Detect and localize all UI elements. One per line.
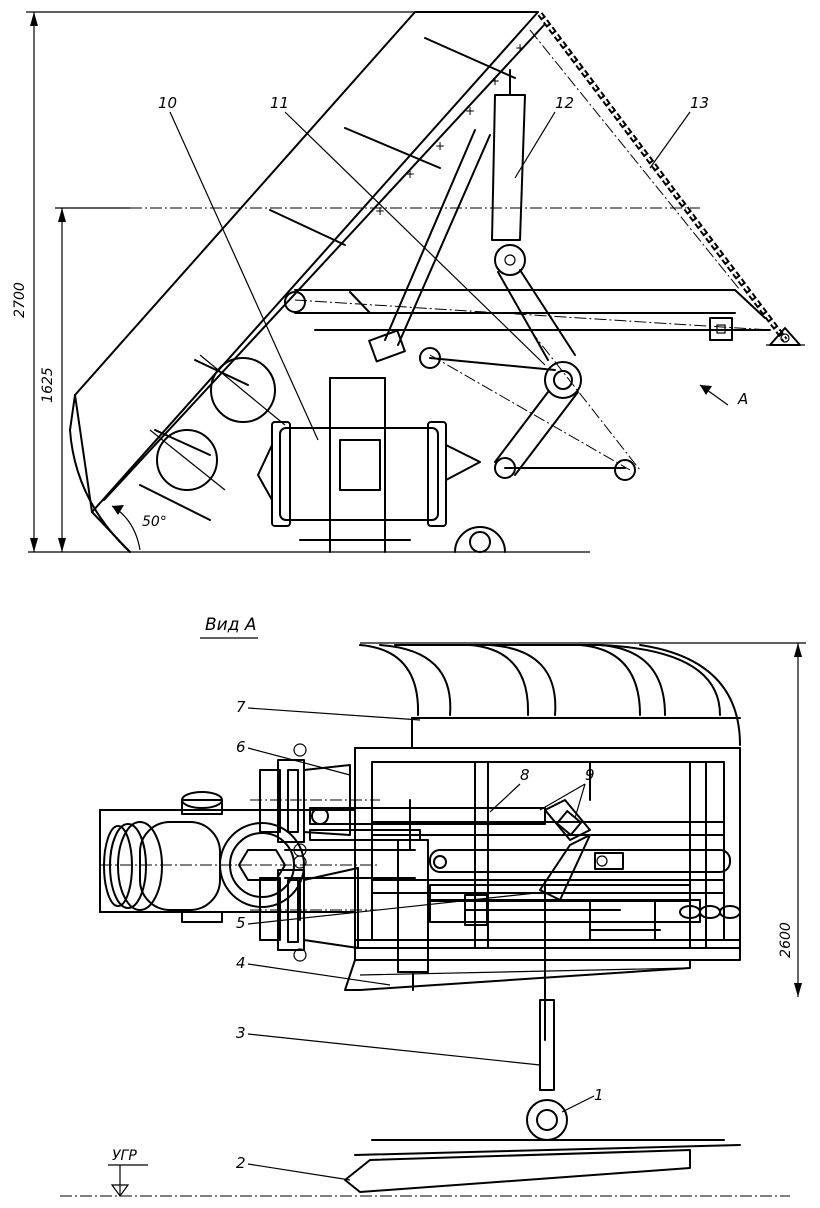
hydraulic-cylinder <box>491 69 576 361</box>
horizontal-cylinder <box>309 799 546 851</box>
link-rod <box>368 129 491 363</box>
svg-text:+: + <box>375 204 385 218</box>
callout-2: 2 <box>236 1154 246 1172</box>
dimension-2700-label: 2700 <box>12 282 28 318</box>
svg-text:+: + <box>405 167 415 181</box>
callout-1: 1 <box>594 1086 604 1104</box>
dimension-1625-label: 1625 <box>40 367 56 403</box>
level-mark: УГР <box>60 1148 790 1198</box>
level-mark-label: УГР <box>112 1148 137 1164</box>
callout-13: 13 <box>690 94 709 112</box>
dimension-1625: 1625 <box>40 207 700 552</box>
arched-hood <box>359 644 741 749</box>
callout-11: 11 <box>270 94 289 112</box>
frame <box>284 29 771 341</box>
callout-5: 5 <box>236 914 246 932</box>
callout-3: 3 <box>236 1024 246 1042</box>
callout-7: 7 <box>236 698 246 716</box>
dimension-2600: 2600 <box>360 642 806 997</box>
foundation-slab <box>99 809 356 913</box>
bracket-lower <box>250 855 380 962</box>
chain-link <box>679 905 741 919</box>
dimension-2700: 2700 <box>12 11 535 552</box>
dimension-2600-label: 2600 <box>778 922 794 958</box>
view-arrow-a: A <box>699 384 748 408</box>
chain <box>537 12 805 346</box>
angle-50-label: 50° <box>142 514 167 530</box>
svg-text:+: + <box>465 104 475 118</box>
callout-4: 4 <box>236 954 246 972</box>
view-a-frame <box>344 747 741 991</box>
view-arrow-a-label: A <box>737 390 748 408</box>
inclined-chute: + + + + + + 50° <box>69 11 546 553</box>
callout-10: 10 <box>158 94 177 112</box>
svg-text:+: + <box>435 139 445 153</box>
side-elevation-view: 2700 1625 + + <box>12 11 805 553</box>
svg-text:+: + <box>490 74 500 88</box>
vertical-cylinder <box>397 839 731 991</box>
motor <box>257 377 506 553</box>
callout-9: 9 <box>585 766 595 784</box>
pivot-lever <box>419 329 641 481</box>
base-plate <box>344 1149 691 1193</box>
callout-6: 6 <box>236 738 246 756</box>
rod-and-wheel <box>514 999 581 1141</box>
callout-12: 12 <box>555 94 574 112</box>
drum-motor <box>100 791 416 923</box>
view-a-title: Вид А <box>205 615 257 635</box>
callout-8: 8 <box>520 766 530 784</box>
view-a: Вид А 2600 <box>60 615 806 1198</box>
svg-text:+: + <box>515 41 525 55</box>
